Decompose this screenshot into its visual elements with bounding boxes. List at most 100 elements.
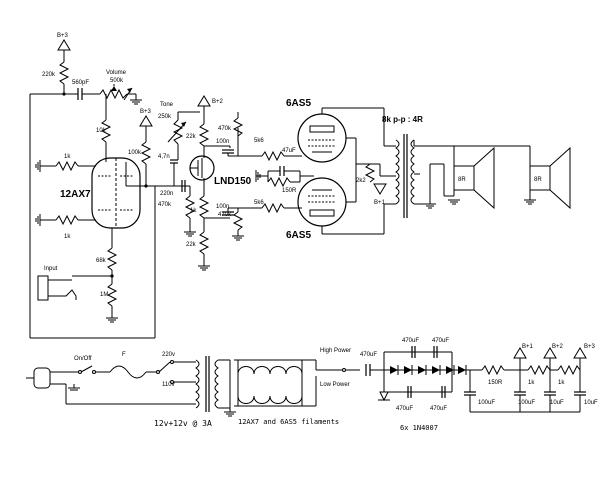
resistor-470k-grid bbox=[184, 195, 196, 219]
tube-12ax7: 12AX7 bbox=[60, 157, 141, 229]
fuse-label: F bbox=[122, 352, 126, 358]
c-470-b-label: 470uF bbox=[432, 338, 449, 344]
resistor-470k-bot bbox=[232, 211, 244, 231]
c-100-c-label: 10uF bbox=[584, 400, 598, 406]
b3-rail: B+3 10uF bbox=[573, 344, 598, 412]
input-jack: Input bbox=[37, 266, 112, 301]
c-470-c-label: 470uF bbox=[396, 406, 413, 412]
resistor-22k-top bbox=[198, 123, 210, 147]
c-100-out-label: 100uF bbox=[478, 400, 495, 406]
low-power-label: Low Power bbox=[320, 382, 350, 388]
filaments-note: 12AX7 and 6AS5 filaments bbox=[238, 418, 339, 426]
ground-22k bbox=[198, 265, 210, 271]
input-label: Input bbox=[44, 266, 58, 272]
r-470k-grid-label: 470k bbox=[158, 202, 172, 208]
c-47n-label: 4,7n bbox=[158, 154, 170, 160]
b1-arrow-down: B+1 bbox=[373, 183, 387, 206]
c-470-d-label: 470uF bbox=[430, 406, 447, 412]
c-100n-bot-label: 100n bbox=[216, 204, 229, 210]
c-560pf-label: 560pF bbox=[72, 80, 89, 86]
speaker-2-label: 8R bbox=[534, 177, 542, 183]
capacitor-100uf-out bbox=[464, 391, 476, 396]
c-100-a-label: 100uF bbox=[518, 400, 535, 406]
tone-value: 250k bbox=[158, 114, 172, 120]
ground-1m bbox=[106, 317, 118, 323]
power-transformer bbox=[195, 356, 219, 412]
resistor-2k2 bbox=[364, 163, 376, 183]
resistor-68k bbox=[106, 247, 118, 271]
resistor-1k-top bbox=[55, 160, 79, 172]
transformer-label: 8k p-p : 4R bbox=[382, 115, 423, 124]
fuse: F bbox=[109, 352, 147, 379]
tube-6as5-top-label: 6AS5 bbox=[286, 98, 311, 109]
r-1k-a-label: 1k bbox=[528, 380, 535, 386]
b3-arrow-2: B+3 bbox=[139, 109, 153, 127]
v220-label: 220v bbox=[162, 352, 175, 358]
c-470-in-label: 470uF bbox=[360, 352, 377, 358]
c-100n-top-label: 100n bbox=[216, 139, 229, 145]
onoff-switch: On/Off bbox=[74, 356, 96, 374]
r-470k-top-label: 470k bbox=[218, 126, 232, 132]
r-1k-mid-label: 1k bbox=[190, 208, 197, 214]
ground-spk1 bbox=[448, 199, 460, 205]
speaker-1: 8R bbox=[453, 146, 495, 210]
junction bbox=[144, 184, 148, 188]
speaker-2: 8R bbox=[529, 146, 571, 210]
capacitor-560pf: 560pF bbox=[72, 80, 89, 100]
r-5k6-bot-label: 5k6 bbox=[254, 200, 264, 206]
b2-rail: B+2 10uF bbox=[543, 344, 564, 412]
b2-arrow-top: B+2 bbox=[197, 95, 224, 107]
ground-xfmr bbox=[424, 203, 436, 209]
resistor-220k: 220k bbox=[42, 61, 70, 85]
resistor-1k-bot bbox=[55, 214, 79, 226]
r-100k-label: 100k bbox=[128, 150, 142, 156]
c-220n-label: 220n bbox=[160, 191, 173, 197]
psu-b1-label: B+1 bbox=[522, 344, 534, 350]
ground-470k-right bbox=[232, 235, 244, 241]
r-1k-bot-label: 1k bbox=[64, 234, 71, 240]
r-150r-psu-label: 150R bbox=[488, 380, 503, 386]
resistor-1m bbox=[106, 283, 118, 307]
resistor-1k-mid bbox=[198, 195, 210, 219]
resistor-150r bbox=[267, 176, 291, 188]
rail-b1-label: B+1 bbox=[374, 200, 386, 206]
v110-label: 110v bbox=[162, 382, 175, 388]
tone-pot bbox=[167, 111, 200, 160]
ground-vol bbox=[130, 94, 142, 105]
volume-label: Volume bbox=[106, 70, 127, 76]
resistor-470k-top bbox=[232, 117, 244, 137]
capacitor-4-7n bbox=[170, 159, 178, 164]
capacitor-220n bbox=[181, 180, 186, 192]
capacitor-47uf bbox=[268, 166, 300, 176]
resistor-5k6-top bbox=[261, 150, 285, 162]
b1-rail: B+1 100uF bbox=[513, 344, 535, 412]
c-47uf-label: 47uF bbox=[282, 148, 296, 154]
speaker-1-label: 8R bbox=[458, 177, 466, 183]
tube-12ax7-label: 12AX7 bbox=[60, 189, 91, 200]
r-1m-label: 1M bbox=[100, 292, 108, 298]
r-470k-bot-label: 470k bbox=[218, 212, 232, 218]
volume-value: 500k bbox=[110, 78, 124, 84]
ground-heater bbox=[224, 411, 236, 417]
volume-pot: Volume 500k bbox=[99, 70, 133, 101]
c-100-b-label: 10uF bbox=[550, 400, 564, 406]
b3-arrow-top: B+3 bbox=[57, 33, 71, 62]
psu-b3-label: B+3 bbox=[584, 344, 596, 350]
resistor-5k6-bot bbox=[261, 202, 285, 214]
r-150r-label: 150R bbox=[282, 188, 297, 194]
rail-b2-label: B+2 bbox=[212, 99, 224, 105]
voltage-multiplier: 470uF 470uF 470uF 470uF bbox=[383, 338, 470, 412]
mains-plug bbox=[26, 367, 60, 389]
onoff-label: On/Off bbox=[74, 356, 92, 362]
r-220k-label: 220k bbox=[42, 72, 56, 78]
output-transformer: 8k p-p : 4R bbox=[382, 115, 423, 218]
junction bbox=[62, 92, 66, 96]
r-1k-top-label: 1k bbox=[64, 154, 71, 160]
capacitor-100n-top bbox=[222, 149, 234, 154]
resistor-10k bbox=[100, 119, 112, 143]
mosfet-lnd150: LND150 bbox=[189, 155, 252, 187]
high-power-label: High Power bbox=[320, 348, 351, 354]
ground-1k-bot bbox=[35, 214, 56, 226]
resistor-150r-psu bbox=[481, 364, 505, 376]
